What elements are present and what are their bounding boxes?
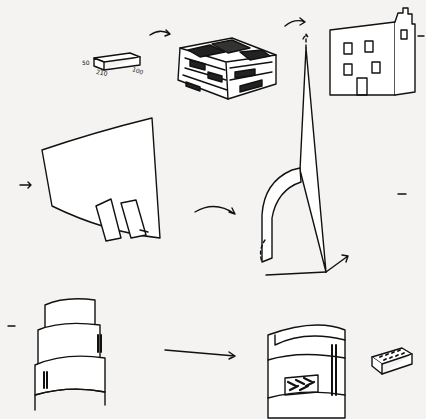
dimension-label: 100 xyxy=(131,66,144,76)
arch-sketch xyxy=(261,34,348,275)
brick-stack-sketch xyxy=(178,38,276,99)
dimension-label: 210 xyxy=(96,69,108,77)
house-sketch xyxy=(330,8,415,95)
flow-arrow xyxy=(398,193,406,194)
flow-arrow xyxy=(8,325,15,326)
folded-wall-sketch xyxy=(35,299,105,410)
flow-arrow xyxy=(150,30,170,36)
sheet-sketch xyxy=(42,118,160,241)
flow-arrow xyxy=(165,350,235,359)
flow-arrow xyxy=(285,18,305,26)
flow-arrow xyxy=(195,206,235,214)
dimension-label: 50 xyxy=(82,60,90,66)
brick-wall-sketch xyxy=(268,325,345,418)
perforated-brick-sketch xyxy=(372,348,412,374)
flow-arrow xyxy=(20,182,31,188)
flow-arrow xyxy=(418,35,424,36)
